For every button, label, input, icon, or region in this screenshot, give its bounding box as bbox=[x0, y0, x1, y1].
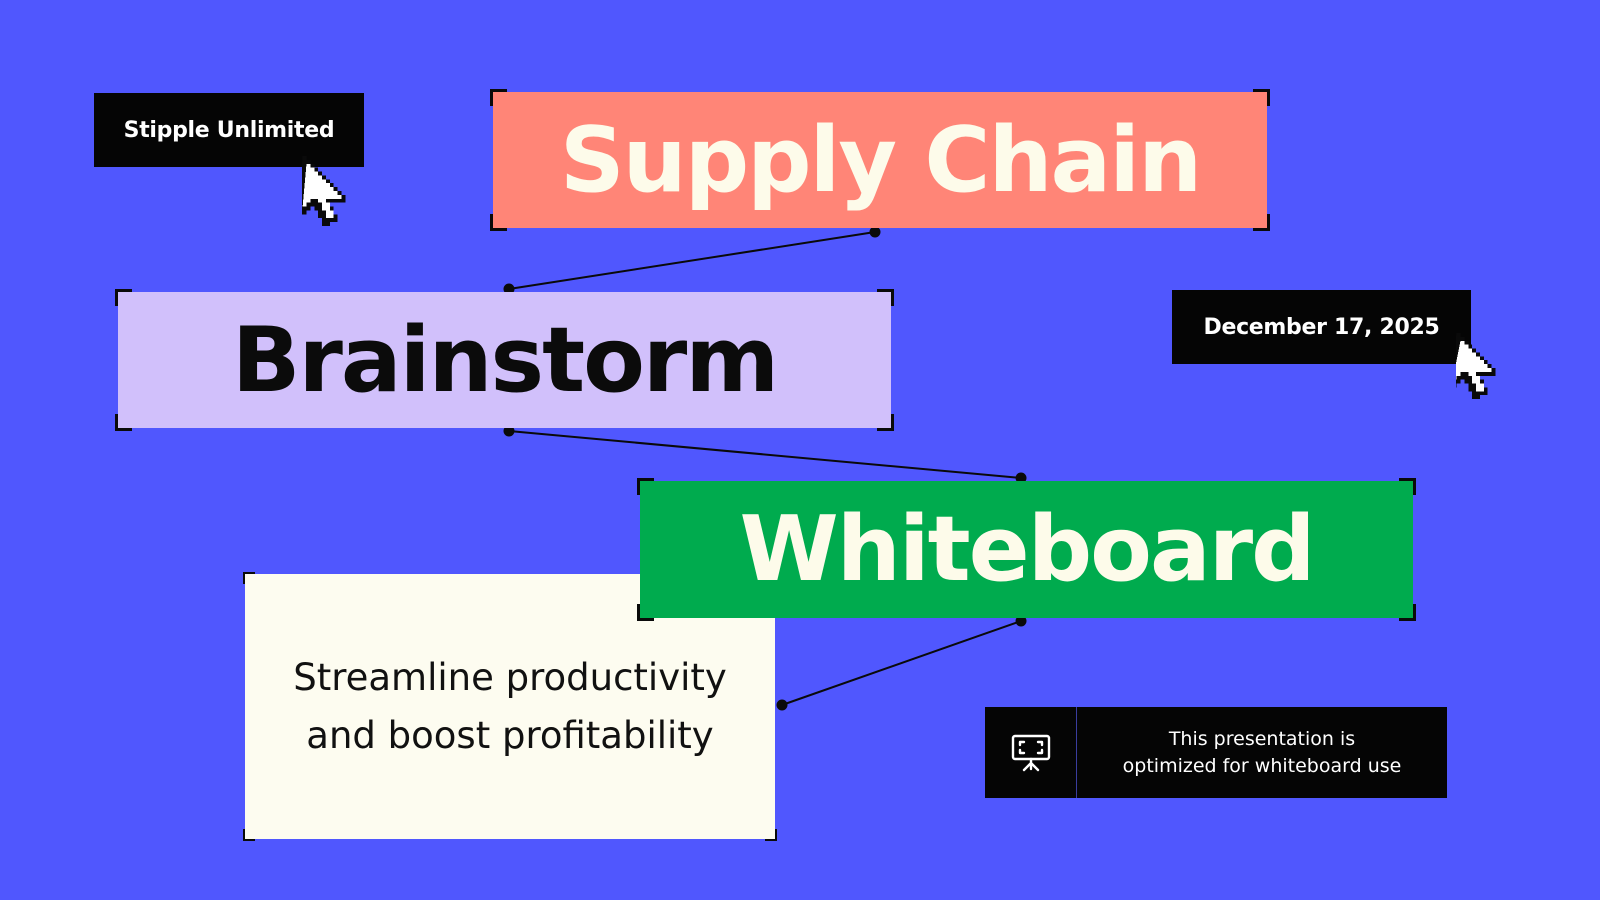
whiteboard-card: Whiteboard bbox=[637, 478, 1416, 621]
connector-whiteboard-to-tagline bbox=[781, 620, 1022, 706]
whiteboard-note: This presentation is optimized for white… bbox=[985, 707, 1447, 798]
presentation-board-icon bbox=[1011, 734, 1050, 771]
note-text: This presentation is optimized for white… bbox=[1077, 707, 1447, 798]
brainstorm-card: Brainstorm bbox=[115, 289, 894, 431]
whiteboard-title: Whiteboard bbox=[739, 497, 1315, 602]
pixel-arrow-cursor-icon bbox=[1456, 333, 1496, 400]
brand-label-text: Stipple Unlimited bbox=[123, 117, 335, 143]
tagline-line-2: and boost profitability bbox=[306, 713, 714, 757]
connector-dot bbox=[869, 226, 881, 238]
note-icon-cell bbox=[985, 707, 1077, 798]
note-line-2: optimized for whiteboard use bbox=[1122, 754, 1402, 777]
pixel-arrow-cursor-icon bbox=[302, 156, 346, 226]
note-line-1: This presentation is bbox=[1168, 727, 1356, 750]
brainstorm-title: Brainstorm bbox=[231, 307, 779, 413]
tagline-box: Streamline productivity and boost profit… bbox=[243, 572, 777, 841]
connector-supply-to-brainstorm bbox=[508, 231, 876, 290]
supply-chain-title: Supply Chain bbox=[559, 107, 1202, 213]
connector-dot bbox=[776, 699, 788, 711]
supply-chain-card: Supply Chain bbox=[490, 89, 1270, 231]
date-label: December 17, 2025 bbox=[1172, 290, 1471, 364]
brand-label: Stipple Unlimited bbox=[94, 93, 364, 167]
tagline-text: Streamline productivity and boost profit… bbox=[293, 649, 727, 765]
date-label-text: December 17, 2025 bbox=[1203, 314, 1440, 340]
tagline-line-1: Streamline productivity bbox=[293, 655, 727, 699]
connector-brainstorm-to-whiteboard bbox=[508, 430, 1022, 479]
